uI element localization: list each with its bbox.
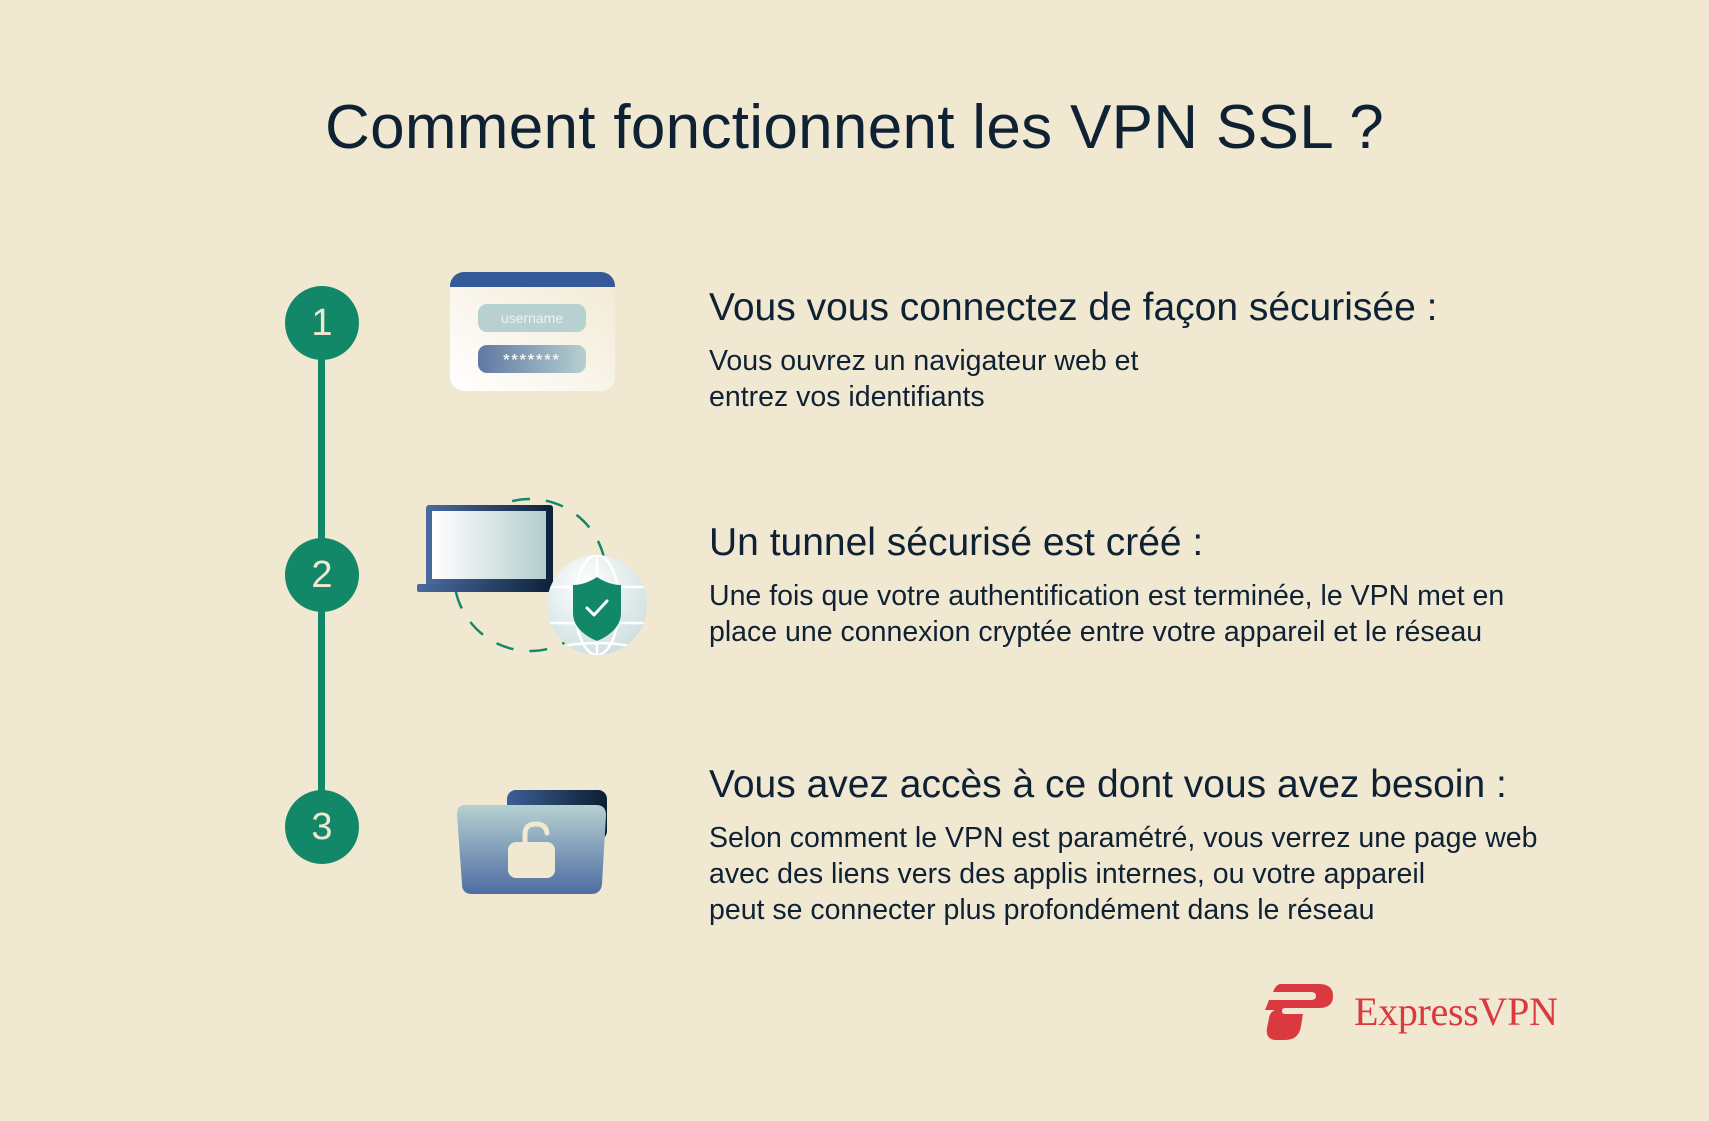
step-3-number-badge: 3: [285, 790, 359, 864]
step-1-number-badge: 1: [285, 286, 359, 360]
page-title: Comment fonctionnent les VPN SSL ?: [325, 93, 1384, 162]
expressvpn-logo-icon: [1263, 982, 1335, 1042]
password-field-illustration: *******: [503, 352, 561, 369]
step-1-heading: Vous vous connectez de façon sécurisée :: [709, 286, 1438, 329]
step-3-heading: Vous avez accès à ce dont vous avez beso…: [709, 763, 1507, 806]
step-1-description: Vous ouvrez un navigateur web et entrez …: [709, 345, 1139, 413]
step-2-heading: Un tunnel sécurisé est créé :: [709, 521, 1204, 564]
folder-unlocked-icon: [450, 780, 620, 900]
brand-name: ExpressVPN: [1354, 989, 1558, 1034]
login-form-icon: username *******: [450, 272, 615, 391]
step-3-description: Selon comment le VPN est paramétré, vous…: [709, 822, 1538, 926]
laptop-globe-shield-icon: [410, 495, 660, 665]
step-2-description: Une fois que votre authentification est …: [709, 580, 1505, 648]
step-2-number-badge: 2: [285, 538, 359, 612]
username-field-illustration: username: [500, 310, 564, 326]
